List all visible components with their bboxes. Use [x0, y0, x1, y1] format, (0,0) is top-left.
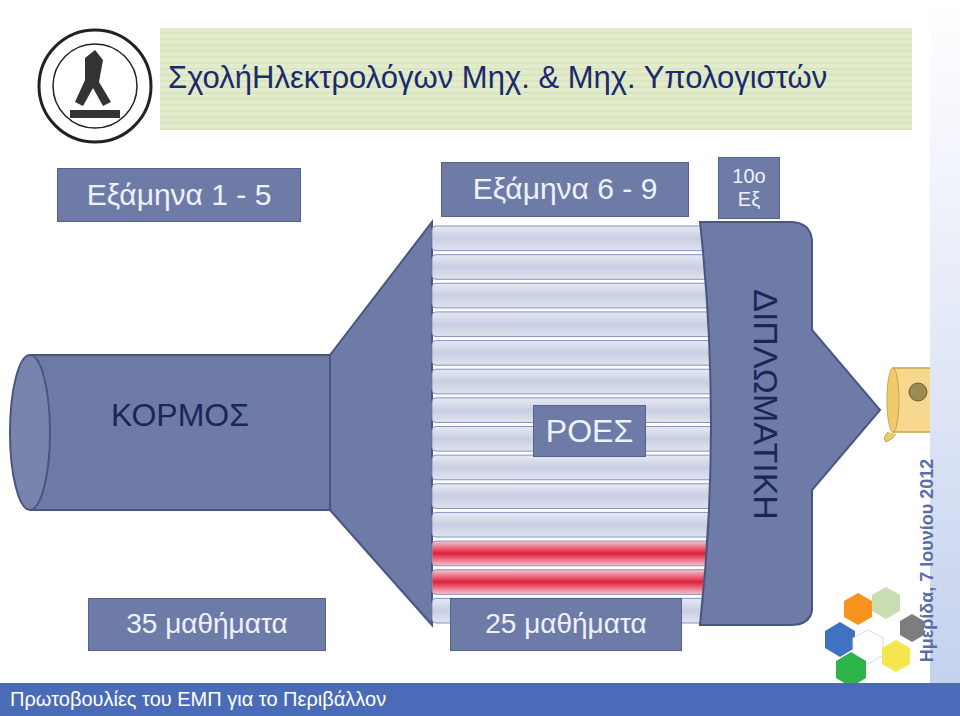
node-text: 25 μαθήματα [485, 608, 647, 640]
core-cylinder [10, 355, 335, 510]
node-text: Εξάμηνα 1 - 5 [87, 178, 272, 213]
semester-box: 10ο Εξ [718, 157, 780, 219]
stream-bars [432, 226, 727, 623]
funnel [330, 222, 432, 625]
thesis-arrow [700, 222, 880, 625]
thesis-label: ΔΙΠΛΩΜΑΤΙΚΗ [735, 260, 795, 550]
university-logo [39, 30, 151, 142]
course-count: 35 μαθήματα [88, 598, 326, 651]
date-label: Ημερίδα, 7 Ιουνίου 2012 [918, 458, 939, 662]
course-count: 25 μαθήματα [450, 598, 682, 651]
node-text: 10ο Εξ [727, 165, 771, 211]
node-text: ΡΟΕΣ [546, 413, 633, 450]
node-text: 35 μαθήματα [126, 608, 288, 640]
core-label: ΚΟΡΜΟΣ [50, 380, 310, 450]
slide-title: ΣχολήΗλεκτρολόγων Μηχ. & Μηχ. Υπολογιστώ… [168, 60, 827, 96]
semester-box: Εξάμηνα 1 - 5 [57, 168, 301, 222]
footer-bar [0, 683, 960, 716]
node-text: Εξάμηνα 6 - 9 [473, 172, 658, 207]
node-text: ΚΟΡΜΟΣ [111, 397, 249, 434]
title-band [160, 28, 912, 130]
semester-box: Εξάμηνα 6 - 9 [441, 162, 689, 217]
hexagon-emblem [825, 587, 924, 687]
node-text: ΔΙΠΛΩΜΑΤΙΚΗ [745, 290, 784, 521]
streams-box: ΡΟΕΣ [533, 405, 646, 457]
footer-text: Πρωτοβουλίες του ΕΜΠ για το Περιβάλλον [10, 688, 386, 711]
